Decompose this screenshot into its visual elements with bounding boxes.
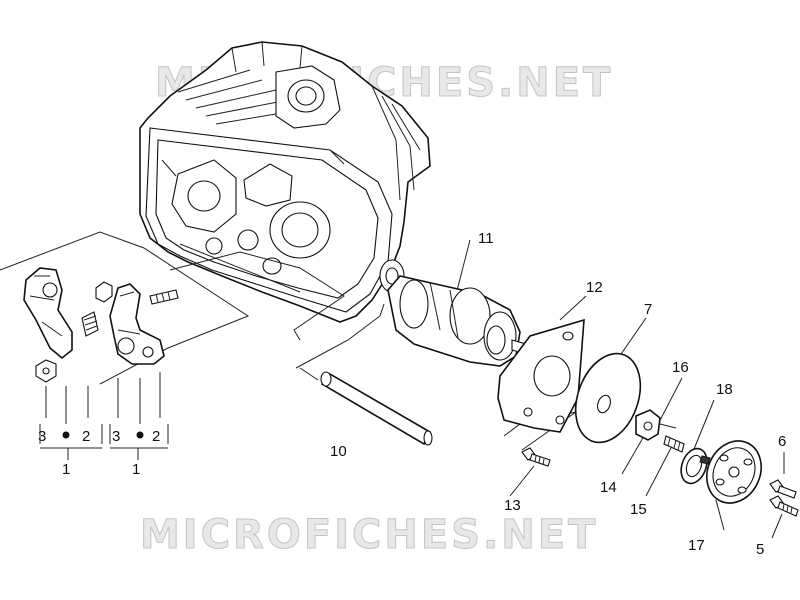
thrust-disc-part — [574, 352, 642, 444]
callout-10: 10 — [330, 443, 347, 460]
cover-part — [706, 440, 762, 504]
camshaft-part — [387, 275, 527, 367]
callout-16: 16 — [672, 359, 689, 376]
callout-label-right-b: 2 — [152, 428, 160, 445]
callout-label-left-total: 1 — [62, 461, 70, 478]
callout-17: 17 — [688, 537, 705, 554]
callout-13: 13 — [504, 497, 521, 514]
bolt-5 — [769, 495, 799, 517]
callout-group-right: 3 2 1 — [109, 372, 169, 478]
callout-label-left-a: 3 — [38, 428, 46, 445]
retaining-plate-part — [497, 318, 585, 433]
callout-12: 12 — [586, 279, 603, 296]
bolt-6 — [769, 479, 797, 499]
callout-6: 6 — [778, 433, 786, 450]
push-rod-part — [320, 371, 433, 446]
watermark-bottom: MICROFICHES.NET — [140, 512, 598, 558]
rocker-arm-right-part — [95, 281, 179, 365]
callout-group-left: 3 2 1 — [38, 386, 103, 478]
gear-ring-part — [680, 447, 711, 485]
cylinder-head-part — [139, 41, 431, 323]
callout-label-left-b: 2 — [82, 428, 90, 445]
callout-5: 5 — [756, 541, 764, 558]
callout-18: 18 — [716, 381, 733, 398]
callout-dot-left — [62, 431, 70, 439]
callout-11: 11 — [478, 230, 494, 247]
sensor-pin-part — [635, 409, 685, 453]
bolt-screw-13 — [521, 447, 551, 467]
callout-label-right-a: 3 — [112, 428, 120, 445]
rocker-arm-left-part — [23, 267, 99, 383]
callout-dot-right — [136, 431, 144, 439]
callout-label-right-total: 1 — [132, 461, 140, 478]
callout-15: 15 — [630, 501, 647, 518]
callout-14: 14 — [600, 479, 617, 496]
callout-7: 7 — [644, 301, 652, 318]
